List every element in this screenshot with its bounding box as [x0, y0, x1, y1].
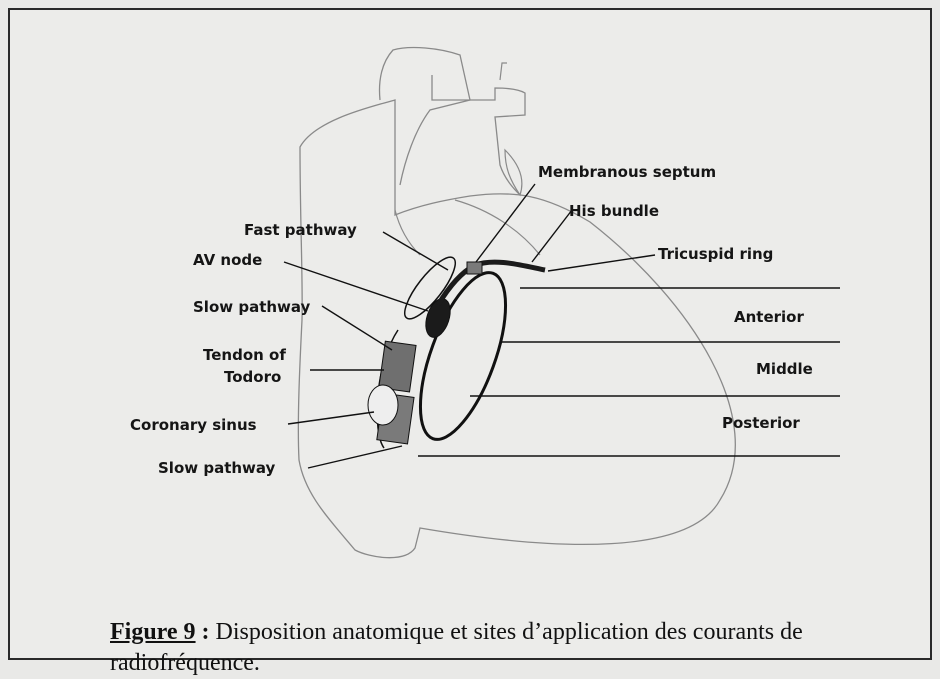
septum-curve — [395, 200, 540, 255]
label-anterior: Anterior — [734, 308, 804, 326]
label-tendon-line2: Todoro — [224, 368, 281, 386]
tricuspid-ring-ellipse — [403, 262, 523, 449]
leader-fast-pathway — [383, 232, 448, 270]
label-tendon-line1: Tendon of — [203, 346, 286, 364]
heart-diagram: Membranous septum His bundle Fast pathwa… — [0, 0, 940, 663]
tendon-of-todoro-shape — [379, 341, 416, 392]
coronary-sinus-ellipse — [368, 385, 398, 425]
label-tricuspid-ring: Tricuspid ring — [658, 245, 773, 263]
label-posterior: Posterior — [722, 414, 800, 432]
label-his-bundle: His bundle — [569, 202, 659, 220]
label-coronary-sinus: Coronary sinus — [130, 416, 257, 434]
leader-tricuspid-ring — [548, 255, 655, 271]
figure-number: Figure 9 — [110, 619, 196, 645]
membranous-septum-shape — [467, 262, 482, 274]
label-slow-pathway-lower: Slow pathway — [158, 459, 276, 477]
label-slow-pathway-upper: Slow pathway — [193, 298, 311, 316]
pulmonary-artery-outline — [432, 75, 525, 195]
label-fast-pathway: Fast pathway — [244, 221, 357, 239]
leader-slow-pathway-upper — [322, 306, 392, 350]
leader-his-bundle — [532, 210, 572, 262]
figure-caption: Figure 9 : Disposition anatomique et sit… — [110, 617, 910, 679]
label-av-node: AV node — [193, 251, 262, 269]
leader-membranous-septum — [476, 184, 535, 262]
leader-coronary-sinus — [288, 412, 374, 424]
label-membranous-septum: Membranous septum — [538, 163, 716, 181]
caption-separator: : — [196, 619, 216, 645]
aorta-outline — [380, 48, 470, 185]
leader-slow-pathway-lower — [308, 446, 402, 468]
label-middle: Middle — [756, 360, 813, 378]
vessel-detail — [500, 63, 522, 195]
